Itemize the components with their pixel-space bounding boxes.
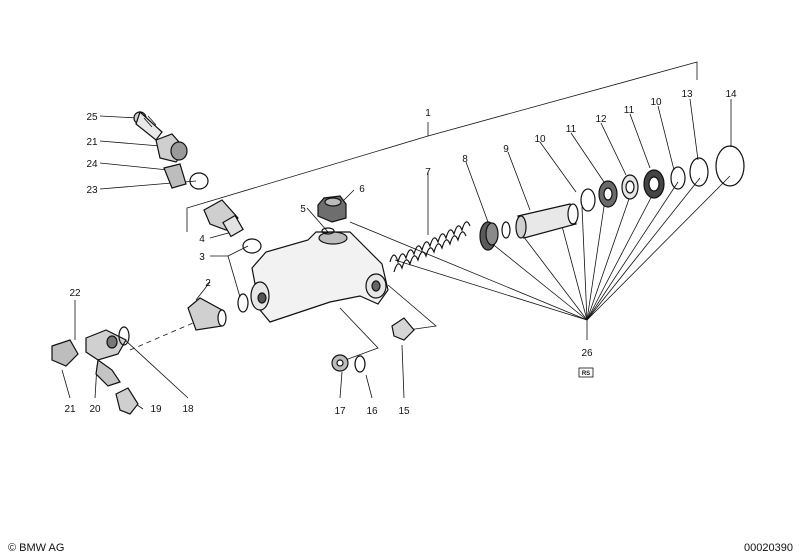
callout-21-top: 21 bbox=[86, 137, 98, 148]
part-10-washer-outer bbox=[670, 166, 686, 190]
callout-1: 1 bbox=[425, 108, 431, 119]
part-24-banjo-fitting bbox=[163, 163, 187, 189]
part-8-cup-seal bbox=[479, 221, 499, 251]
part-16-washer bbox=[354, 355, 366, 373]
part-11-seal-outer bbox=[643, 169, 665, 199]
callout-labels: 1 2 3 4 5 6 7 8 9 10 11 12 11 10 13 14 1… bbox=[64, 89, 737, 417]
callout-10a: 10 bbox=[534, 134, 546, 145]
part-15-plug bbox=[391, 317, 415, 341]
callout-18: 18 bbox=[182, 404, 194, 415]
callout-14: 14 bbox=[725, 89, 737, 100]
callout-20: 20 bbox=[89, 404, 101, 415]
group-1-bracket bbox=[186, 61, 698, 232]
callout-23: 23 bbox=[86, 185, 98, 196]
callout-24: 24 bbox=[86, 159, 98, 170]
part-7-compression-spring bbox=[389, 221, 471, 273]
callout-7: 7 bbox=[425, 167, 431, 178]
part-22-bleed-screw bbox=[51, 339, 79, 367]
callout-3: 3 bbox=[199, 252, 205, 263]
callout-22: 22 bbox=[69, 288, 81, 299]
part-20-union-fitting bbox=[85, 329, 127, 387]
callout-13: 13 bbox=[681, 89, 693, 100]
part-12-guide-ring bbox=[621, 174, 639, 200]
callout-17: 17 bbox=[334, 406, 346, 417]
part-13-circlip bbox=[689, 157, 709, 187]
callout-19: 19 bbox=[150, 404, 162, 415]
callout-12: 12 bbox=[595, 114, 607, 125]
rs-badge-label: RS bbox=[582, 371, 590, 377]
callout-5: 5 bbox=[300, 204, 306, 215]
callout-16: 16 bbox=[366, 406, 378, 417]
callout-2: 2 bbox=[205, 278, 211, 289]
part-19-switch bbox=[115, 387, 139, 415]
callout-21-bottom: 21 bbox=[64, 404, 76, 415]
part-5-washer bbox=[321, 227, 335, 235]
part-3-sealing-ring bbox=[242, 238, 262, 254]
rs-badge: RS bbox=[578, 367, 594, 378]
master-cylinder-body bbox=[250, 231, 389, 323]
callout-11a: 11 bbox=[566, 124, 577, 135]
part-6-cap-nut bbox=[317, 195, 347, 223]
part-18-washer bbox=[118, 326, 130, 346]
footer-copyright: © BMW AG bbox=[8, 542, 64, 554]
part-21-banjo-bolt bbox=[155, 133, 188, 163]
part-17-nut bbox=[331, 354, 349, 372]
part-14-boot-ring bbox=[715, 145, 745, 187]
part-23-sealing-ring bbox=[189, 172, 209, 190]
part-10-washer bbox=[580, 188, 596, 212]
callout-10b: 10 bbox=[650, 97, 662, 108]
callout-9: 9 bbox=[503, 144, 509, 155]
part-25-bleed-screw bbox=[133, 110, 163, 141]
callout-11b: 11 bbox=[624, 105, 635, 116]
part-3-washer bbox=[237, 293, 249, 313]
callout-4: 4 bbox=[199, 234, 205, 245]
callout-15: 15 bbox=[398, 406, 410, 417]
part-11-seal bbox=[598, 180, 618, 208]
callout-8: 8 bbox=[462, 154, 468, 165]
leader-lines bbox=[61, 98, 732, 410]
part-9-piston bbox=[515, 203, 579, 239]
footer-diagram-number: 00020390 bbox=[744, 542, 793, 554]
part-2-adapter bbox=[187, 297, 227, 331]
part-4-union-fitting bbox=[203, 199, 244, 238]
callout-6: 6 bbox=[359, 184, 365, 195]
callout-25: 25 bbox=[86, 112, 98, 123]
callout-26: 26 bbox=[581, 348, 593, 359]
part-washer-small bbox=[501, 221, 511, 239]
